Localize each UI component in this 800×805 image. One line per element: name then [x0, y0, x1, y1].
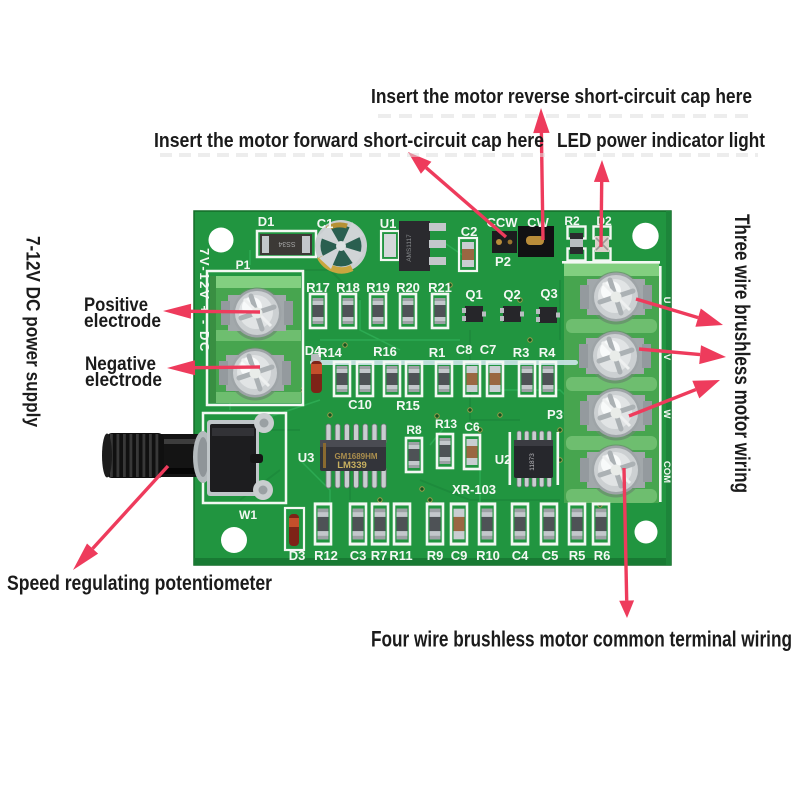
svg-text:R12: R12: [314, 548, 338, 563]
svg-text:R6: R6: [594, 548, 611, 563]
svg-text:R10: R10: [476, 548, 500, 563]
svg-text:Q1: Q1: [465, 287, 482, 302]
svg-text:R3: R3: [513, 345, 530, 360]
svg-text:R13: R13: [435, 417, 457, 431]
svg-text:R20: R20: [396, 280, 420, 295]
svg-text:R7: R7: [371, 548, 388, 563]
svg-text:Four wire brushless motor comm: Four wire brushless motor common termina…: [371, 627, 792, 652]
svg-text:R1: R1: [429, 345, 446, 360]
svg-text:R21: R21: [428, 280, 452, 295]
svg-text:R9: R9: [427, 548, 444, 563]
svg-text:R16: R16: [373, 344, 397, 359]
svg-text:COM: COM: [661, 461, 672, 483]
svg-text:GM1689HM: GM1689HM: [334, 452, 377, 461]
svg-text:AMS1117: AMS1117: [406, 234, 413, 262]
svg-text:Q3: Q3: [540, 286, 557, 301]
svg-text:P3: P3: [547, 407, 563, 422]
svg-text:W: W: [661, 410, 672, 419]
svg-text:Speed regulating potentiometer: Speed regulating potentiometer: [7, 570, 272, 595]
svg-text:U: U: [661, 297, 672, 304]
svg-text:P1: P1: [236, 258, 251, 272]
svg-text:D1: D1: [258, 214, 275, 229]
svg-text:11873: 11873: [529, 453, 536, 471]
svg-text:Insert the motor forward short: Insert the motor forward short-circuit c…: [154, 129, 544, 152]
svg-text:R15: R15: [396, 398, 420, 413]
svg-text:R17: R17: [306, 280, 330, 295]
svg-text:R19: R19: [366, 280, 390, 295]
svg-text:C2: C2: [461, 224, 478, 239]
svg-text:W1: W1: [239, 508, 257, 522]
svg-text:V: V: [661, 354, 672, 361]
svg-text:XR-103: XR-103: [452, 482, 496, 497]
svg-text:U2: U2: [495, 452, 512, 467]
svg-text:Insert the motor reverse short: Insert the motor reverse short-circuit c…: [371, 85, 752, 108]
svg-text:C5: C5: [542, 548, 559, 563]
svg-text:U3: U3: [298, 450, 315, 465]
svg-text:R2: R2: [564, 214, 580, 228]
svg-text:R11: R11: [389, 548, 412, 563]
svg-text:P2: P2: [495, 254, 511, 269]
svg-text:CW: CW: [527, 215, 549, 230]
svg-text:D4: D4: [305, 343, 322, 358]
svg-text:SS34: SS34: [278, 240, 295, 247]
svg-text:C7: C7: [480, 342, 497, 357]
svg-text:U1: U1: [380, 216, 397, 231]
svg-text:C10: C10: [348, 397, 372, 412]
svg-text:C3: C3: [350, 548, 367, 563]
svg-text:Three wire brushless motor wir: Three wire brushless motor wiring: [730, 214, 753, 493]
svg-text:R4: R4: [539, 345, 556, 360]
svg-text:Positive: Positive: [84, 294, 148, 316]
svg-text:C4: C4: [512, 548, 529, 563]
svg-text:Negative: Negative: [85, 353, 156, 375]
svg-text:C8: C8: [456, 342, 473, 357]
svg-text:electrode: electrode: [85, 369, 162, 391]
svg-text:R5: R5: [569, 548, 586, 563]
svg-text:R14: R14: [318, 345, 343, 360]
svg-text:D3: D3: [289, 548, 306, 563]
svg-text:7-12V DC power supply: 7-12V DC power supply: [22, 236, 43, 427]
svg-text:electrode: electrode: [84, 310, 161, 332]
svg-text:7V-12V + - DC: 7V-12V + - DC: [197, 248, 212, 353]
svg-text:LM339: LM339: [337, 460, 367, 471]
svg-text:Q2: Q2: [503, 287, 520, 302]
svg-text:C1: C1: [317, 216, 334, 231]
svg-text:R18: R18: [336, 280, 360, 295]
svg-text:LED power indicator light: LED power indicator light: [557, 129, 765, 152]
svg-text:C6: C6: [464, 420, 480, 434]
svg-text:D2: D2: [596, 214, 612, 228]
svg-text:R8: R8: [406, 423, 422, 437]
svg-text:C9: C9: [451, 548, 468, 563]
